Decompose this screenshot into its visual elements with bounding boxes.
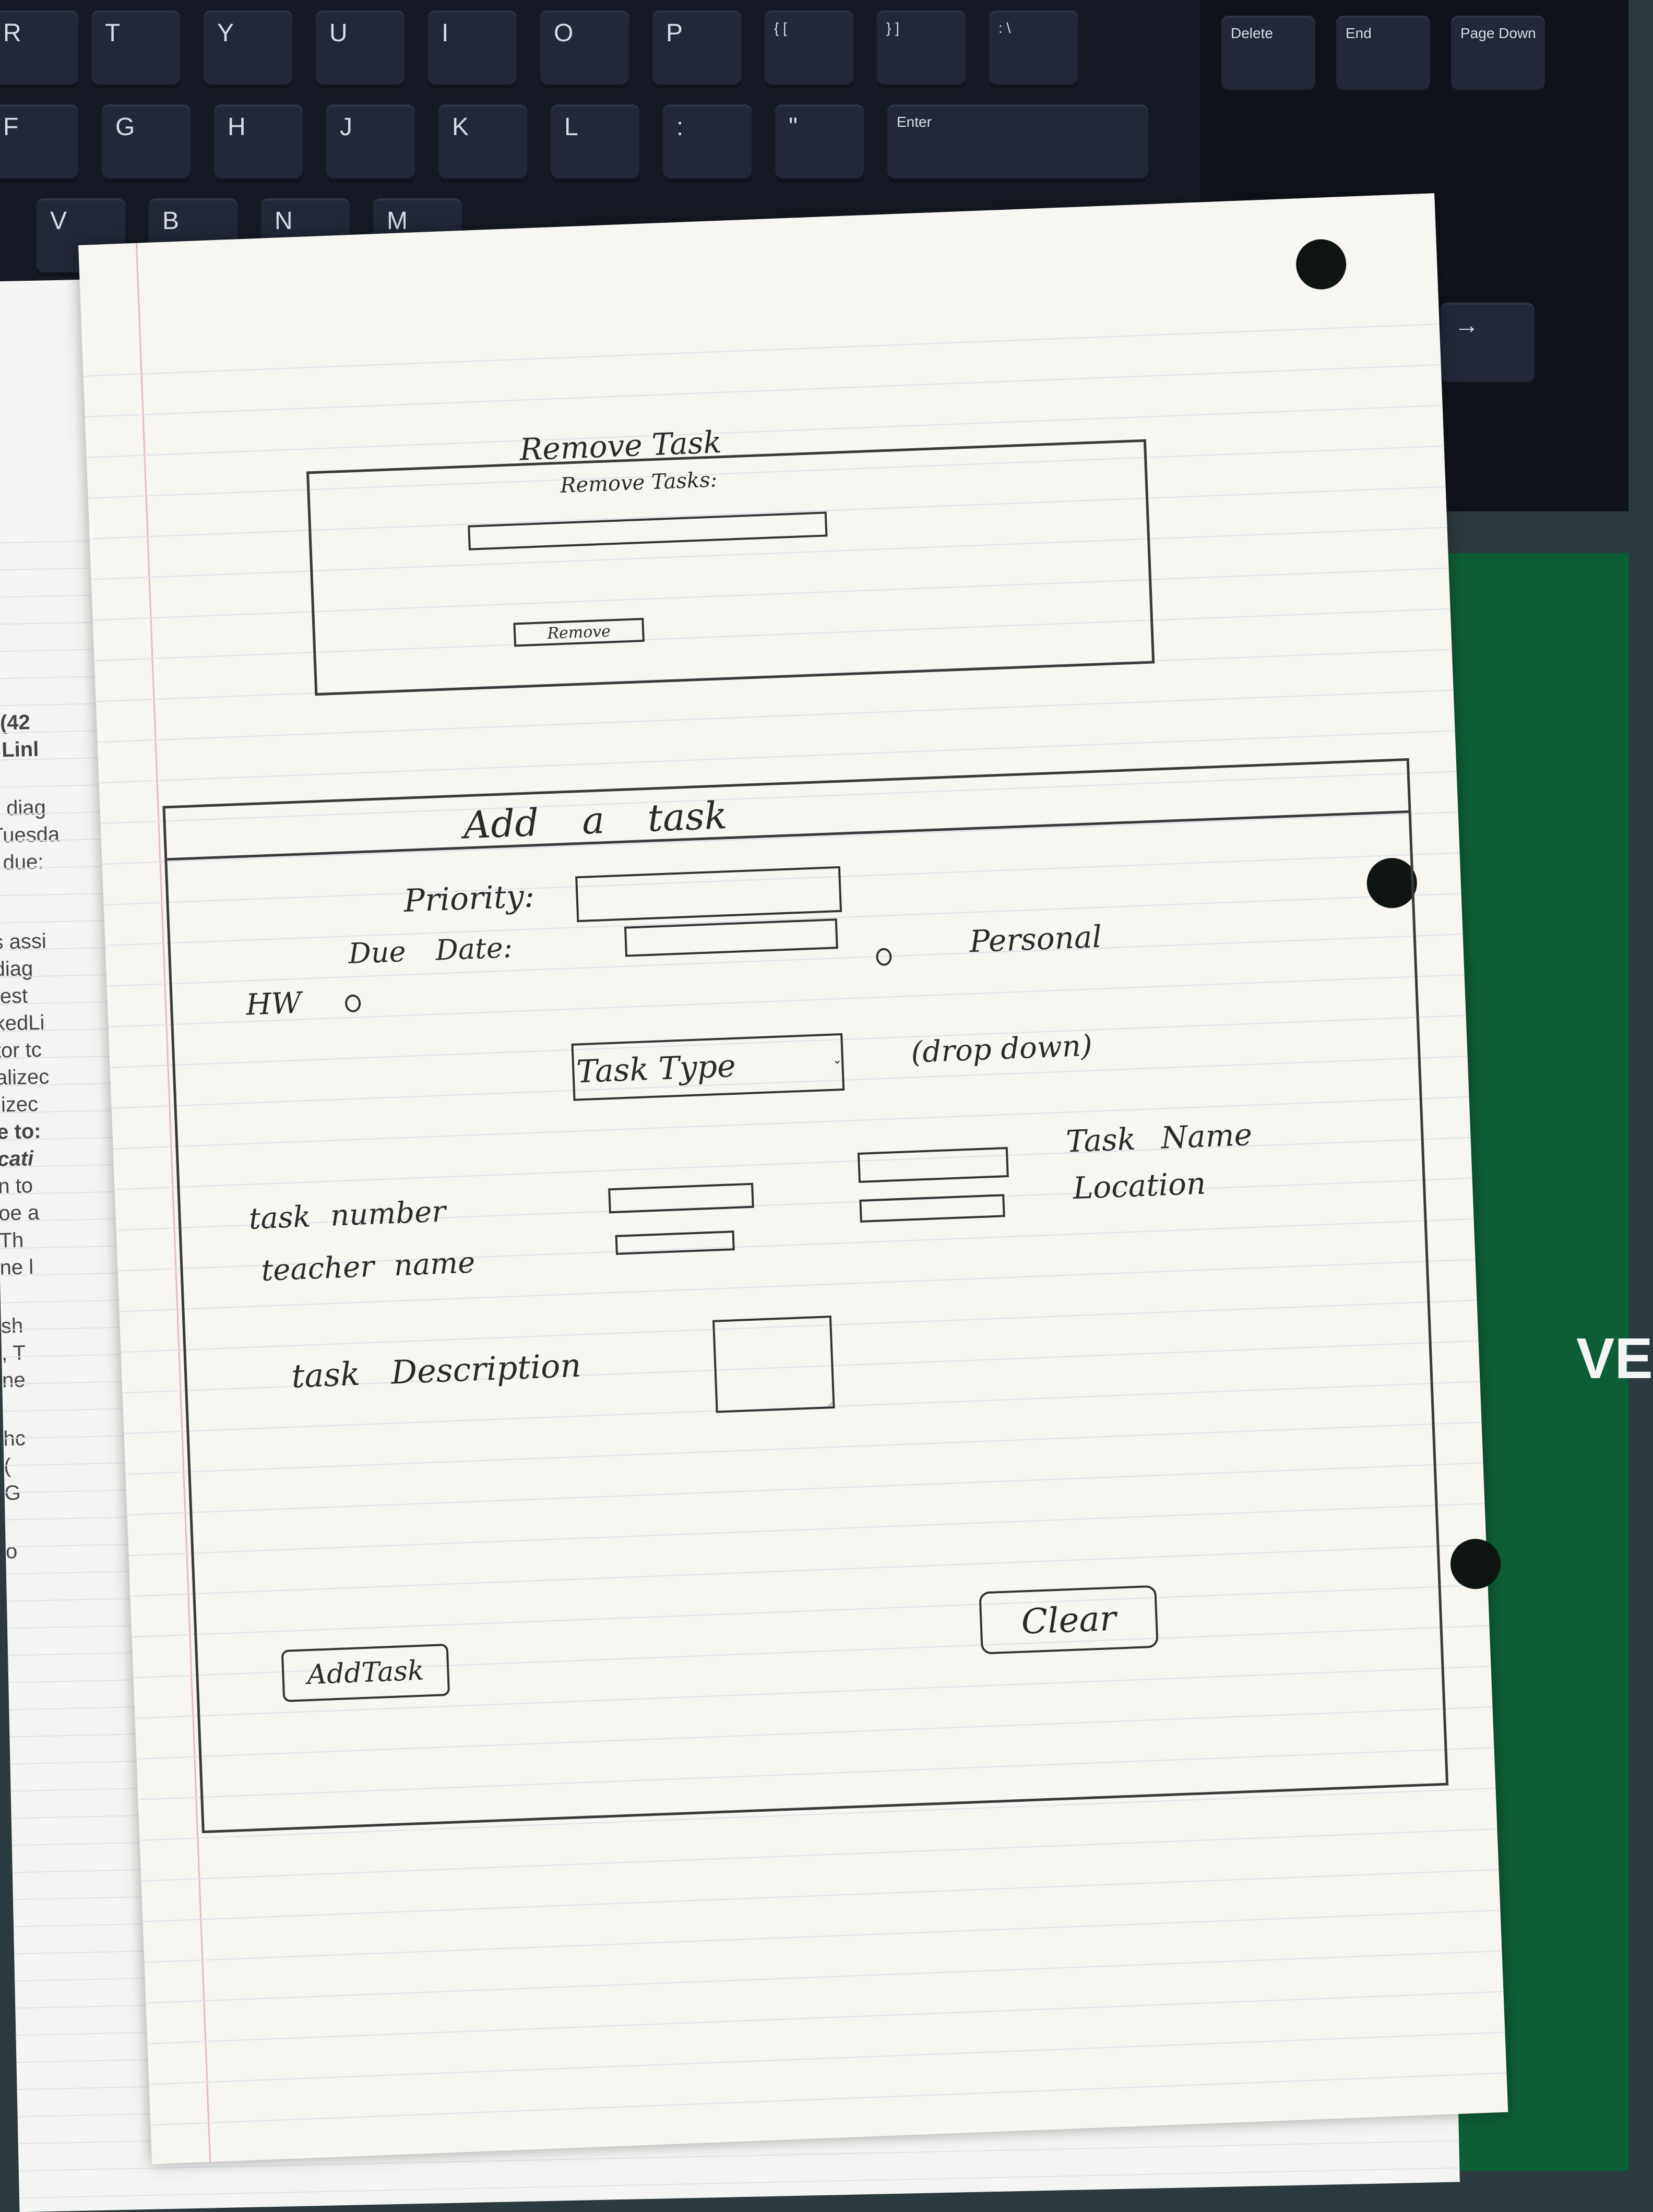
key-delete: Delete	[1221, 16, 1315, 94]
add-task-title: Add a task	[462, 793, 728, 847]
task-number-input[interactable]	[608, 1182, 754, 1214]
key-l: L	[551, 104, 639, 183]
ruled-line	[149, 2031, 1505, 2085]
under-text-line: ne l	[0, 1256, 34, 1280]
ruled-line	[147, 1991, 1504, 2044]
under-text-line: s diag	[0, 796, 46, 820]
location-label: Location	[1072, 1165, 1207, 1206]
key-f: F	[0, 104, 78, 183]
location-input[interactable]	[859, 1194, 1005, 1223]
key-j: J	[326, 104, 415, 183]
key-arrow-right: →	[1441, 303, 1535, 386]
radio-personal[interactable]	[875, 948, 893, 966]
under-text-line: sh	[1, 1314, 23, 1338]
radio-hw-label: HW	[245, 986, 302, 1022]
task-type-note: (drop down)	[910, 1029, 1093, 1070]
key-o: O	[540, 10, 629, 89]
ruled-line	[150, 2072, 1507, 2126]
priority-input[interactable]	[575, 866, 842, 923]
task-type-dropdown[interactable]: Task Type	[571, 1033, 845, 1101]
clear-button[interactable]: Clear	[979, 1585, 1159, 1655]
ruled-line	[83, 324, 1440, 377]
due-date-input[interactable]	[624, 918, 838, 957]
radio-hw[interactable]	[344, 994, 361, 1013]
ruled-line	[97, 689, 1454, 743]
under-text-line: cati	[0, 1147, 34, 1171]
key-u: U	[316, 10, 405, 89]
under-text-line: diag	[0, 957, 33, 981]
ruled-line	[85, 364, 1441, 417]
remove-tasks-label: Remove Tasks:	[560, 468, 718, 498]
under-text-line: tor tc	[0, 1038, 42, 1062]
due-date-label: Due Date:	[348, 931, 514, 971]
under-text-line: ne	[2, 1368, 26, 1392]
key-semicolon: :	[663, 104, 752, 183]
teacher-name-input[interactable]	[615, 1230, 735, 1255]
under-text-line: n to	[0, 1174, 33, 1198]
underlying-ruled-line	[19, 2167, 1460, 2199]
key-i: I	[428, 10, 517, 89]
under-text-line: Th	[0, 1228, 24, 1252]
under-text-line: test	[0, 984, 28, 1008]
ruled-line	[86, 404, 1443, 458]
under-text-line: Tuesda	[0, 823, 60, 847]
remove-task-panel: Remove Tasks: Remove	[306, 439, 1155, 696]
key-g: G	[102, 104, 191, 183]
key-backslash: : \	[989, 10, 1078, 89]
ruled-line	[141, 1828, 1497, 1882]
teacher-name-label: teacher name	[260, 1246, 476, 1288]
under-text-line: kedLi	[0, 1011, 45, 1035]
task-description-label: task Description	[291, 1346, 582, 1395]
key-h: H	[214, 104, 303, 183]
radio-personal-label: Personal	[969, 918, 1103, 960]
key-close-bracket: } ]	[877, 10, 966, 89]
under-text-line: oe a	[0, 1201, 40, 1225]
under-text-line: s assi	[0, 929, 47, 954]
key-open-bracket: { [	[765, 10, 853, 89]
key-t: T	[91, 10, 180, 89]
under-text-line: e to:	[0, 1119, 42, 1144]
key-end: End	[1336, 16, 1430, 94]
task-name-input[interactable]	[857, 1146, 1009, 1183]
ruled-line	[144, 1909, 1501, 1963]
under-text-line: o	[5, 1540, 18, 1563]
key-k: K	[438, 104, 527, 183]
key-enter: Enter	[887, 104, 1148, 183]
key-y: Y	[204, 10, 292, 89]
add-task-button[interactable]: AddTask	[281, 1643, 450, 1702]
under-text-line: lizec	[0, 1092, 39, 1117]
add-task-title-bar: Add a task	[165, 761, 1409, 861]
key-r: R	[0, 10, 78, 89]
under-text-line: : due:	[0, 850, 44, 875]
punch-hole-top	[1295, 238, 1347, 291]
task-description-textarea[interactable]	[712, 1316, 835, 1413]
under-text-line: alizec	[0, 1065, 50, 1090]
notebook-sheet: Remove Task Remove Tasks: Remove Add a t…	[78, 193, 1508, 2165]
task-name-label: Task Name	[1065, 1116, 1253, 1159]
under-text-line: , T	[1, 1341, 26, 1365]
key-quote: "	[775, 104, 864, 183]
ruled-line	[146, 1950, 1502, 2004]
remove-tasks-input[interactable]	[468, 511, 828, 551]
ruled-line	[142, 1869, 1499, 1922]
key-p: P	[652, 10, 741, 89]
remove-button[interactable]: Remove	[513, 617, 645, 647]
add-task-panel: Add a task Priority: Due Date: HW Person…	[162, 758, 1449, 1834]
folder-brand-text: VE	[1576, 1326, 1653, 1391]
key-page-down: Page Down	[1451, 16, 1545, 94]
priority-label: Priority:	[403, 878, 536, 919]
task-number-label: task number	[248, 1194, 447, 1236]
